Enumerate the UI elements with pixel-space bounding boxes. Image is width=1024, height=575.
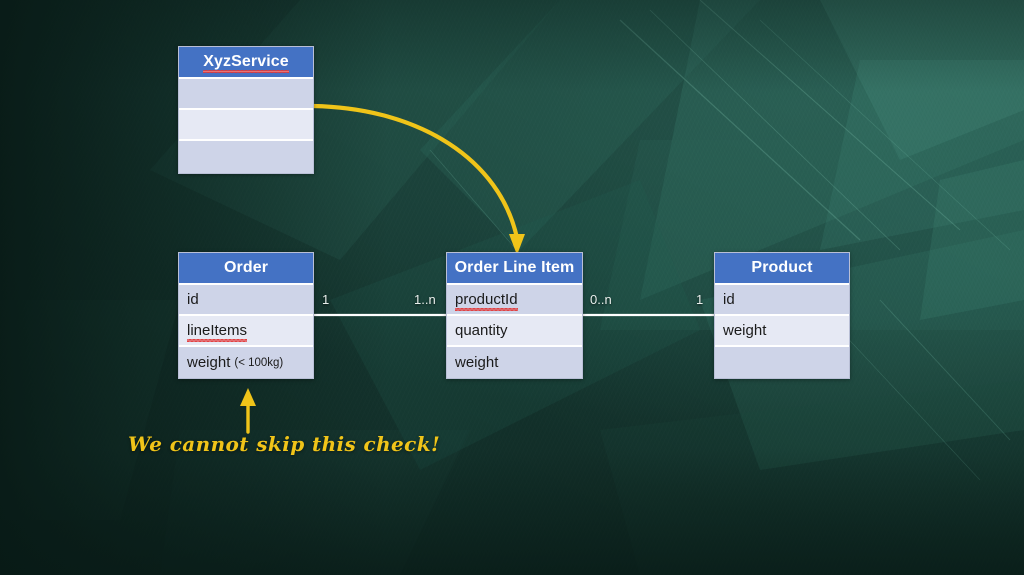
uml-attribute-label: id <box>187 291 199 308</box>
uml-attribute-row-productid[interactable]: productId <box>447 285 582 316</box>
annotation-label: We cannot skip this check! <box>128 432 441 456</box>
annotation-pointer-arrow <box>240 388 256 434</box>
uml-attribute-label: weight <box>187 354 231 371</box>
uml-class-order[interactable]: Order id lineItems weight (< 100kg) <box>178 252 314 379</box>
uml-attribute-row-weight[interactable]: weight <box>715 316 849 347</box>
uml-attribute-row-id[interactable]: id <box>179 285 313 316</box>
uml-attribute-row[interactable] <box>715 347 849 378</box>
uml-attribute-label: id <box>723 291 735 308</box>
uml-attribute-row-lineitems[interactable]: lineItems <box>179 316 313 347</box>
uml-class-order-line-item[interactable]: Order Line Item productId quantity weigh… <box>446 252 583 379</box>
multiplicity-order-source: 1 <box>322 292 330 307</box>
uml-class-product[interactable]: Product id weight <box>714 252 850 379</box>
multiplicity-lineitem-target: 1..n <box>414 292 436 307</box>
uml-attribute-row-id[interactable]: id <box>715 285 849 316</box>
uml-attribute-row[interactable] <box>179 141 313 172</box>
uml-class-title-order: Order <box>179 253 313 285</box>
uml-attribute-label: lineItems <box>187 322 248 342</box>
uml-attribute-label: weight <box>723 322 767 339</box>
uml-attribute-label: weight <box>455 354 499 371</box>
uml-attribute-row-weight[interactable]: weight <box>447 347 582 378</box>
uml-attribute-row[interactable] <box>179 110 313 141</box>
uml-class-title-product: Product <box>715 253 849 285</box>
uml-attribute-label: quantity <box>455 322 508 339</box>
uml-class-title-xyzservice: XyzService <box>179 47 313 79</box>
uml-class-title-order-line-item: Order Line Item <box>447 253 582 285</box>
multiplicity-product-target: 1 <box>696 292 704 307</box>
uml-attribute-row[interactable] <box>179 79 313 110</box>
uml-attribute-row-weight[interactable]: weight (< 100kg) <box>179 347 313 378</box>
service-to-line-item-arrow <box>310 103 525 255</box>
uml-attribute-row-quantity[interactable]: quantity <box>447 316 582 347</box>
multiplicity-lineitem-source: 0..n <box>590 292 612 307</box>
uml-attribute-label: productId <box>455 291 518 311</box>
uml-attribute-constraint: (< 100kg) <box>234 356 284 369</box>
uml-class-xyzservice[interactable]: XyzService <box>178 46 314 174</box>
